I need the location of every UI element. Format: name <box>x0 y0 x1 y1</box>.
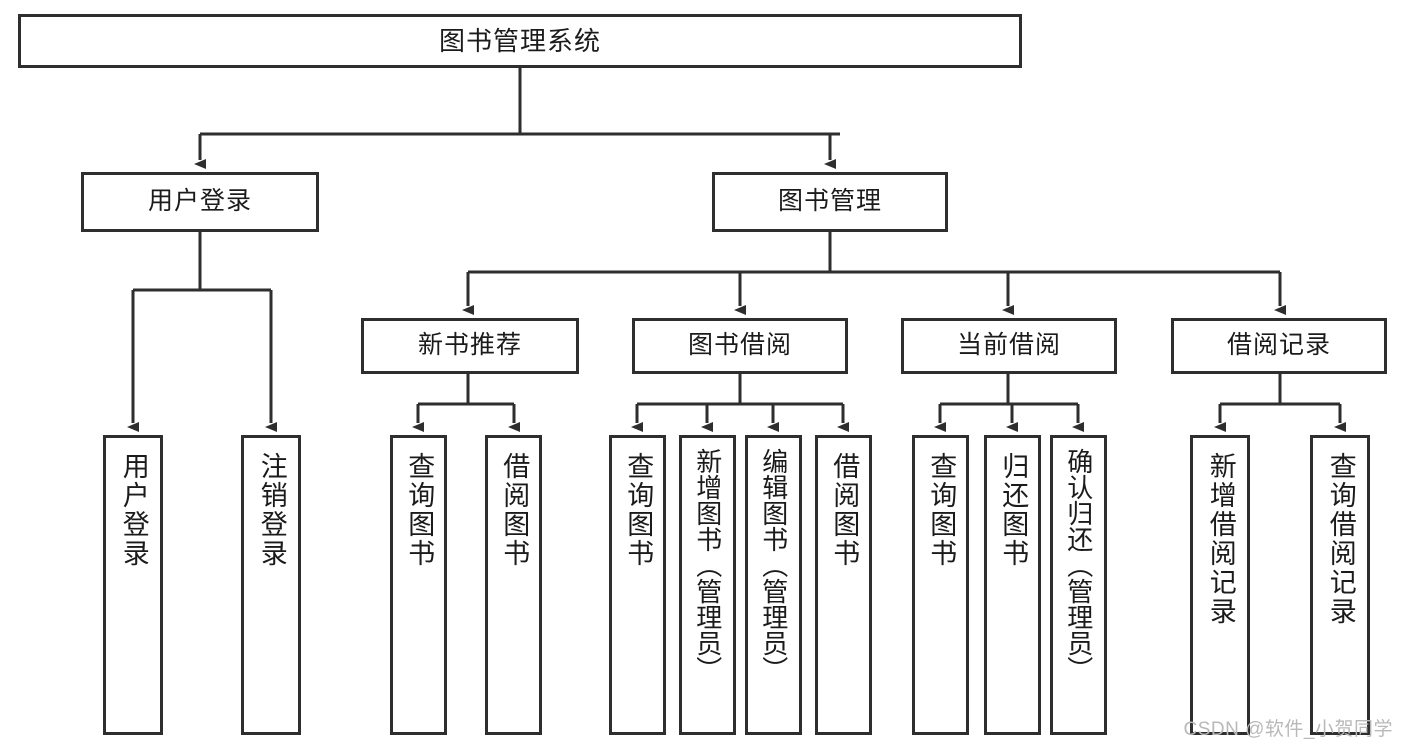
node-leaf-query-book-current[interactable]: 查询图书 <box>912 435 969 735</box>
node-leaf-user-logout[interactable]: 注销登录 <box>241 435 301 735</box>
node-borrow-record[interactable]: 借阅记录 <box>1171 318 1387 374</box>
node-leaf-return-book[interactable]: 归还图书 <box>984 435 1041 735</box>
node-leaf-add-book-label: 新增图书（管理员） <box>692 448 723 682</box>
node-leaf-edit-book[interactable]: 编辑图书（管理员） <box>745 435 802 735</box>
node-user-login[interactable]: 用户登录 <box>81 172 319 232</box>
node-current-borrow[interactable]: 当前借阅 <box>901 318 1117 374</box>
node-leaf-query-book-borrow[interactable]: 查询图书 <box>609 435 666 735</box>
node-book-borrow-label: 图书借阅 <box>687 331 792 360</box>
node-leaf-query-book-borrow-label: 查询图书 <box>623 452 654 568</box>
node-new-book-recommend-label: 新书推荐 <box>417 331 522 360</box>
node-new-book-recommend[interactable]: 新书推荐 <box>361 318 579 374</box>
node-leaf-add-borrow-record[interactable]: 新增借阅记录 <box>1190 435 1250 735</box>
node-leaf-user-login-label: 用户登录 <box>118 452 149 568</box>
node-leaf-query-book-recommend[interactable]: 查询图书 <box>390 435 447 735</box>
node-book-manage[interactable]: 图书管理 <box>712 172 948 232</box>
node-leaf-add-borrow-record-label: 新增借阅记录 <box>1205 452 1236 626</box>
node-root[interactable]: 图书管理系统 <box>18 14 1022 68</box>
csdn-watermark: CSDN @软件_小贺同学 <box>1183 719 1393 740</box>
node-leaf-edit-book-label: 编辑图书（管理员） <box>758 448 789 682</box>
node-leaf-query-book-current-label: 查询图书 <box>926 452 957 568</box>
node-book-borrow[interactable]: 图书借阅 <box>632 318 848 374</box>
node-leaf-add-book[interactable]: 新增图书（管理员） <box>679 435 736 735</box>
node-book-manage-label: 图书管理 <box>777 187 882 216</box>
node-current-borrow-label: 当前借阅 <box>956 331 1061 360</box>
node-leaf-confirm-return[interactable]: 确认归还（管理员） <box>1050 435 1107 735</box>
node-leaf-borrow-book-label: 借阅图书 <box>829 452 860 568</box>
node-borrow-record-label: 借阅记录 <box>1226 331 1331 360</box>
node-root-label: 图书管理系统 <box>438 25 601 56</box>
node-leaf-confirm-return-label: 确认归还（管理员） <box>1063 448 1094 682</box>
node-leaf-borrow-book[interactable]: 借阅图书 <box>815 435 872 735</box>
node-leaf-query-book-recommend-label: 查询图书 <box>404 452 435 568</box>
node-leaf-query-borrow-record-label: 查询借阅记录 <box>1325 452 1356 626</box>
node-leaf-borrow-book-recommend[interactable]: 借阅图书 <box>485 435 542 735</box>
node-leaf-user-logout-label: 注销登录 <box>256 452 287 568</box>
node-leaf-query-borrow-record[interactable]: 查询借阅记录 <box>1310 435 1370 735</box>
node-leaf-user-login[interactable]: 用户登录 <box>103 435 163 735</box>
node-leaf-return-book-label: 归还图书 <box>998 452 1029 568</box>
node-leaf-borrow-book-recommend-label: 借阅图书 <box>499 452 530 568</box>
node-user-login-label: 用户登录 <box>147 187 252 216</box>
